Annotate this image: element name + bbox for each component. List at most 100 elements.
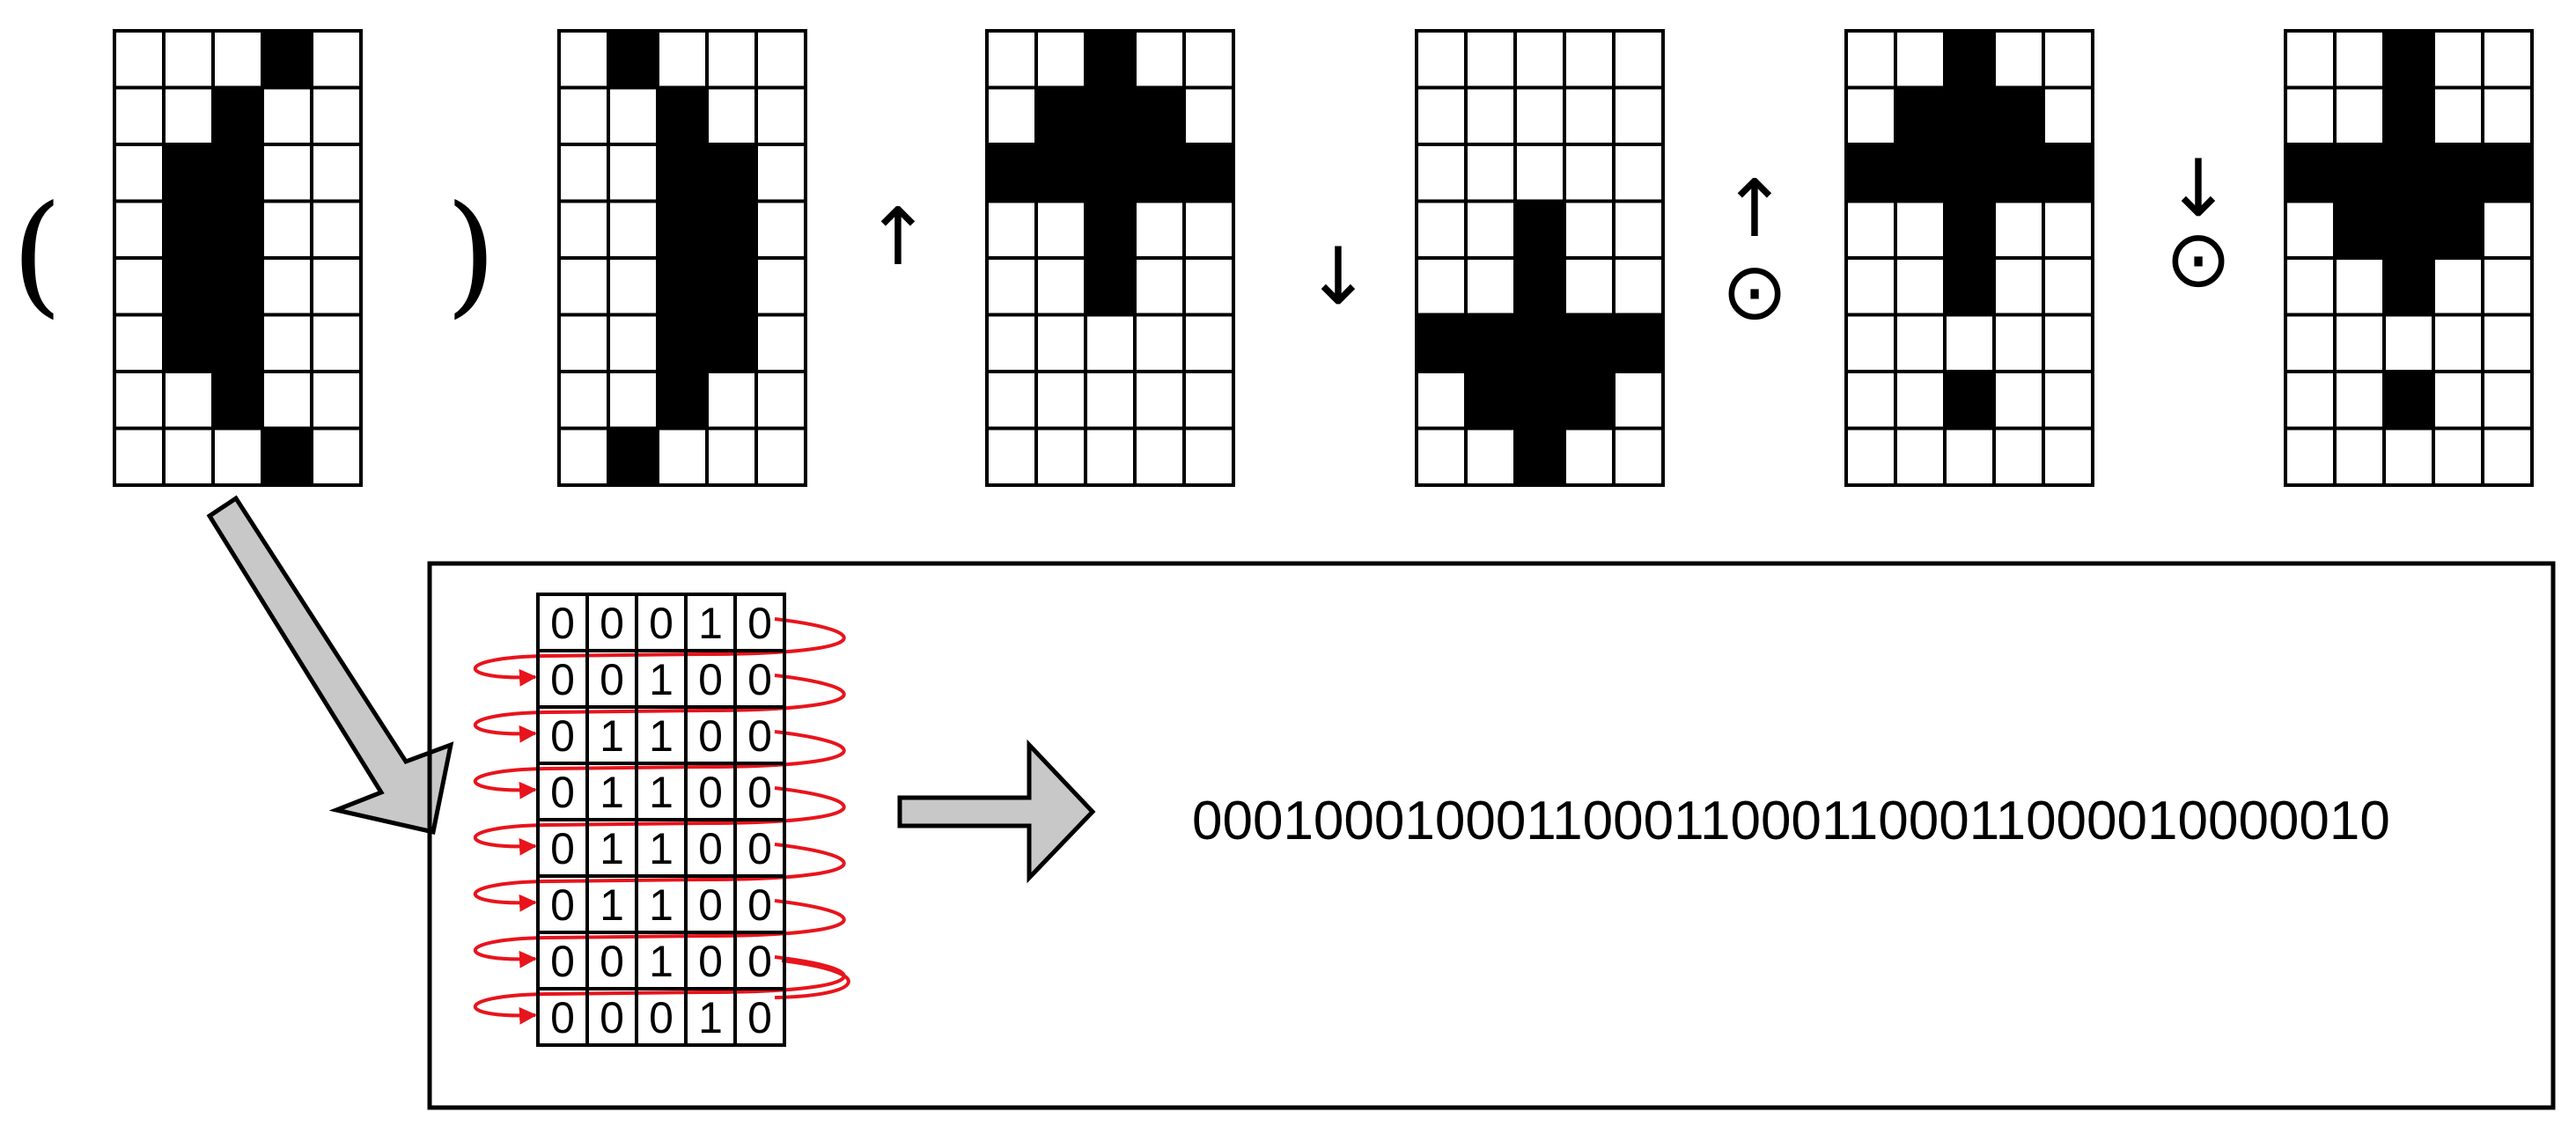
- pixel-cell: [1992, 199, 2045, 260]
- pixel-cell: [2382, 256, 2435, 317]
- pixel-cell: [1894, 85, 1947, 146]
- pixel-cell: [2333, 85, 2386, 146]
- pixel-cell: [1084, 199, 1137, 260]
- pixel-cell: [1612, 313, 1665, 373]
- pixel-cell: [310, 199, 363, 260]
- pixel-cell: [162, 143, 215, 203]
- pixel-cell: [1464, 143, 1517, 203]
- bit-value: 0: [550, 993, 575, 1042]
- pixel-cell: [261, 313, 313, 373]
- pixel-cell: [607, 29, 659, 90]
- pixel-cell: [1034, 256, 1087, 317]
- pixel-cell: [1943, 29, 1996, 90]
- pixel-cell: [985, 426, 1038, 487]
- bit-value: 1: [600, 880, 624, 930]
- pixel-cell: [2432, 143, 2484, 203]
- pixel-cell: [557, 199, 610, 260]
- pixel-cell: [162, 426, 215, 487]
- pixel-cell: [310, 256, 363, 317]
- pixel-cell: [2042, 143, 2094, 203]
- pixel-cell: [1943, 143, 1996, 203]
- pixel-cell: [754, 370, 807, 431]
- pixel-cell: [1133, 256, 1186, 317]
- pixel-cell: [985, 29, 1038, 90]
- pixel-cell: [705, 313, 758, 373]
- bit-cell: [733, 987, 786, 1047]
- pixel-cell: [1894, 313, 1947, 373]
- bit-value: 0: [747, 711, 772, 761]
- pixel-cell: [2432, 313, 2484, 373]
- scan-path: [473, 617, 846, 687]
- pixel-cell: [310, 85, 363, 146]
- bit-value: 1: [698, 993, 723, 1042]
- bit-value: 0: [747, 880, 772, 930]
- scan-path: [473, 899, 846, 968]
- pixel-cell: [2042, 426, 2094, 487]
- pixel-cell: [705, 143, 758, 203]
- pixel-cell: [2333, 199, 2386, 260]
- pixel-cell: [162, 29, 215, 90]
- bit-value: 0: [747, 993, 772, 1042]
- pixel-cell: [1563, 256, 1616, 317]
- pixel-cell: [2284, 29, 2337, 90]
- up-arrow-dot-symbol: ↑⊙: [1721, 163, 1787, 338]
- pixel-cell: [1084, 370, 1137, 431]
- pixel-cell: [1415, 256, 1468, 317]
- pixel-cell: [1133, 426, 1186, 487]
- pixel-cell: [1513, 29, 1566, 90]
- row-scan-paths: [473, 617, 850, 1025]
- pixel-cell: [1034, 29, 1087, 90]
- pixel-cell: [656, 199, 709, 260]
- pixel-cell: [1513, 370, 1566, 431]
- pixel-cell: [2432, 370, 2484, 431]
- pixel-cell: [261, 370, 313, 431]
- pixel-cell: [1844, 199, 1897, 260]
- pixel-cell: [607, 85, 659, 146]
- pixel-cell: [261, 85, 313, 146]
- pixel-cell: [985, 313, 1038, 373]
- pixel-cell: [310, 313, 363, 373]
- pixel-cell: [1612, 143, 1665, 203]
- pixel-cell: [2333, 143, 2386, 203]
- pixel-cell: [113, 370, 166, 431]
- pixel-cell: [1182, 199, 1235, 260]
- pixel-cell: [1992, 426, 2045, 487]
- pixel-cell: [1415, 29, 1468, 90]
- pixel-cell: [310, 143, 363, 203]
- pixel-cell: [162, 256, 215, 317]
- pixel-cell: [2382, 313, 2435, 373]
- pixel-cell: [1943, 199, 1996, 260]
- pixel-cell: [2382, 426, 2435, 487]
- bit-value: 1: [649, 824, 673, 873]
- pixel-cell: [1894, 143, 1947, 203]
- pixel-cell: [1464, 256, 1517, 317]
- pixel-cell: [2042, 370, 2094, 431]
- pixel-cell: [2382, 370, 2435, 431]
- pixel-cell: [261, 256, 313, 317]
- pixel-cell: [261, 143, 313, 203]
- pixel-cell: [1894, 370, 1947, 431]
- bit-value: 0: [600, 993, 624, 1042]
- bit-value: 1: [649, 937, 673, 986]
- pixel-cell: [1133, 29, 1186, 90]
- pixel-cell: [1894, 199, 1947, 260]
- pixel-cell: [2284, 370, 2337, 431]
- pixel-cell: [705, 29, 758, 90]
- pixel-cell: [705, 426, 758, 487]
- pixel-cell: [607, 256, 659, 317]
- pixel-cell: [2382, 85, 2435, 146]
- pixel-cell: [607, 426, 659, 487]
- bit-value: 1: [600, 711, 624, 761]
- pixel-cell: [211, 426, 264, 487]
- pixel-cell: [2284, 85, 2337, 146]
- pixel-cell: [1513, 313, 1566, 373]
- flattened-code: 0001000100011000110001100011000010000010: [1192, 791, 2390, 851]
- pixel-cell: [1034, 199, 1087, 260]
- bit-value: 1: [698, 599, 723, 648]
- pixel-cell: [1464, 199, 1517, 260]
- pixel-cell: [2481, 426, 2534, 487]
- pixel-cell: [1943, 370, 1996, 431]
- pixel-cell: [1084, 426, 1137, 487]
- pixel-cell: [1844, 370, 1897, 431]
